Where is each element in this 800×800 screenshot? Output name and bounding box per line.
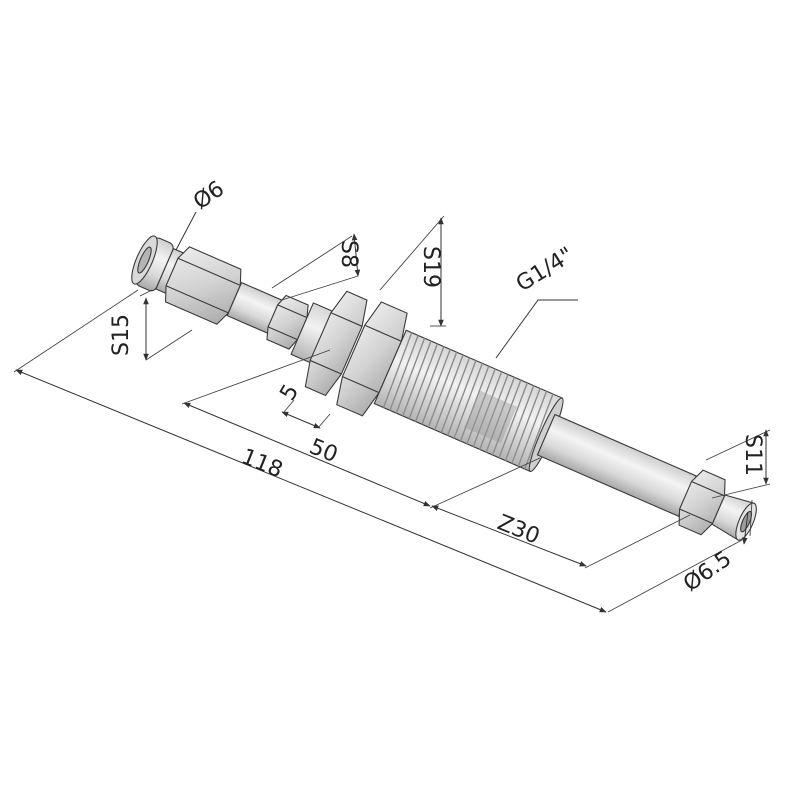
dim-label-z30: Z30 bbox=[494, 510, 543, 549]
right-hex-s11 bbox=[678, 469, 726, 536]
left-hex-s15 bbox=[164, 246, 242, 325]
dim-label-s19: S19 bbox=[418, 246, 443, 288]
dim-label-s8: S8 bbox=[336, 240, 361, 268]
dimension-lines bbox=[13, 211, 771, 613]
dim-label-dia-right: Ø6.5 bbox=[679, 546, 736, 596]
dim-label-dia-left: Ø6 bbox=[189, 176, 229, 214]
dim-label-s15: S15 bbox=[109, 314, 134, 356]
small-hex-s8 bbox=[266, 294, 309, 350]
dim-label-nut-width: 5 bbox=[276, 380, 305, 405]
fitting-body bbox=[131, 235, 757, 541]
dim-label-thread: G1/4" bbox=[512, 243, 578, 297]
long-shaft bbox=[536, 413, 697, 517]
dim-label-50: 50 bbox=[306, 434, 341, 468]
dim-label-118: 118 bbox=[238, 444, 286, 483]
dim-label-s11: S11 bbox=[740, 434, 765, 476]
left-collet bbox=[131, 235, 187, 296]
